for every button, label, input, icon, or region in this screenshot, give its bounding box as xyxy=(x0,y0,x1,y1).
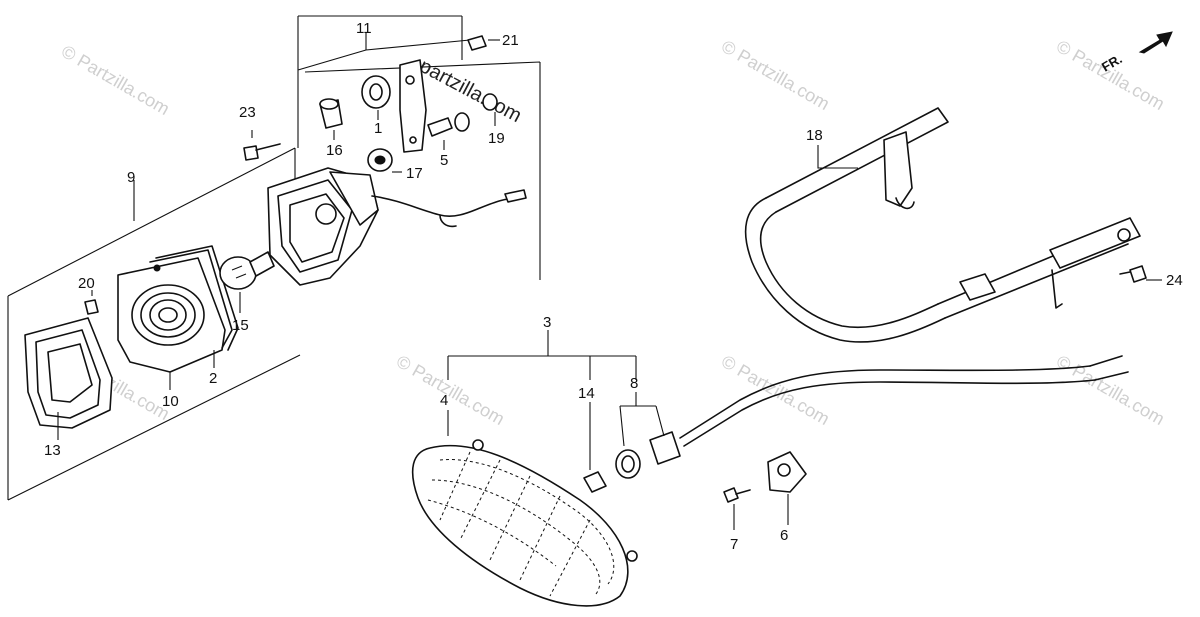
callout-13: 13 xyxy=(44,442,61,459)
watermark: © Partzilla.com xyxy=(718,36,833,114)
callout-14: 14 xyxy=(578,385,595,402)
callout-labels: 1 2 3 4 5 6 7 8 9 10 11 13 14 15 16 17 1… xyxy=(44,20,1183,553)
callout-23: 23 xyxy=(239,104,256,121)
watermark: © Partzilla.com xyxy=(718,351,833,429)
callout-2: 2 xyxy=(209,370,217,387)
callout-1: 1 xyxy=(374,120,382,137)
front-arrow-icon xyxy=(1138,31,1173,54)
taillight-housing xyxy=(267,167,527,286)
part-5-stay xyxy=(399,59,453,153)
callout-19: 19 xyxy=(488,130,505,147)
part-23-bolt xyxy=(243,130,281,161)
callout-7: 7 xyxy=(730,536,738,553)
callout-16: 16 xyxy=(326,142,343,159)
watermark: © Partzilla.com xyxy=(58,41,173,119)
callout-24: 24 xyxy=(1166,272,1183,289)
callout-4: 4 xyxy=(440,392,448,409)
part-4-lens xyxy=(411,410,638,607)
callout-3: 3 xyxy=(543,314,551,331)
part-10-lens xyxy=(117,257,226,390)
part-15-bulb xyxy=(219,251,275,313)
callout-8: 8 xyxy=(630,375,638,392)
watermark: © Partzilla.com xyxy=(1053,351,1168,429)
callout-6: 6 xyxy=(780,527,788,544)
watermark: © Partzilla.com xyxy=(393,351,508,429)
part-2-gasket xyxy=(149,245,239,368)
part-1-grommet xyxy=(361,75,391,120)
part-19-collar xyxy=(454,93,498,132)
callout-10: 10 xyxy=(162,393,179,410)
callout-20: 20 xyxy=(78,275,95,292)
part-7-bolt xyxy=(723,487,751,530)
callout-5: 5 xyxy=(440,152,448,169)
part-6-clamp xyxy=(767,451,807,525)
part-13-rim xyxy=(24,317,113,440)
part-17-grommet xyxy=(367,148,402,173)
watermark-center: partzilla.com xyxy=(416,55,525,127)
callout-15: 15 xyxy=(232,317,249,334)
part-8-socket xyxy=(615,392,681,479)
part-14-bulb xyxy=(583,402,607,493)
front-direction-indicator: FR. xyxy=(1099,31,1173,75)
part-16-grommet xyxy=(319,98,343,140)
callout-18: 18 xyxy=(806,127,823,144)
part-20-screw xyxy=(84,290,99,315)
callout-11: 11 xyxy=(356,20,372,37)
part-21-bolt xyxy=(467,35,500,51)
callout-9: 9 xyxy=(127,169,135,186)
assembly-brackets xyxy=(7,15,637,501)
callout-17: 17 xyxy=(406,165,423,182)
part-24-bolt xyxy=(1119,265,1162,283)
license-light-wire xyxy=(679,355,1129,447)
callout-21: 21 xyxy=(502,32,519,49)
part-18-grab-bar xyxy=(744,107,1141,343)
